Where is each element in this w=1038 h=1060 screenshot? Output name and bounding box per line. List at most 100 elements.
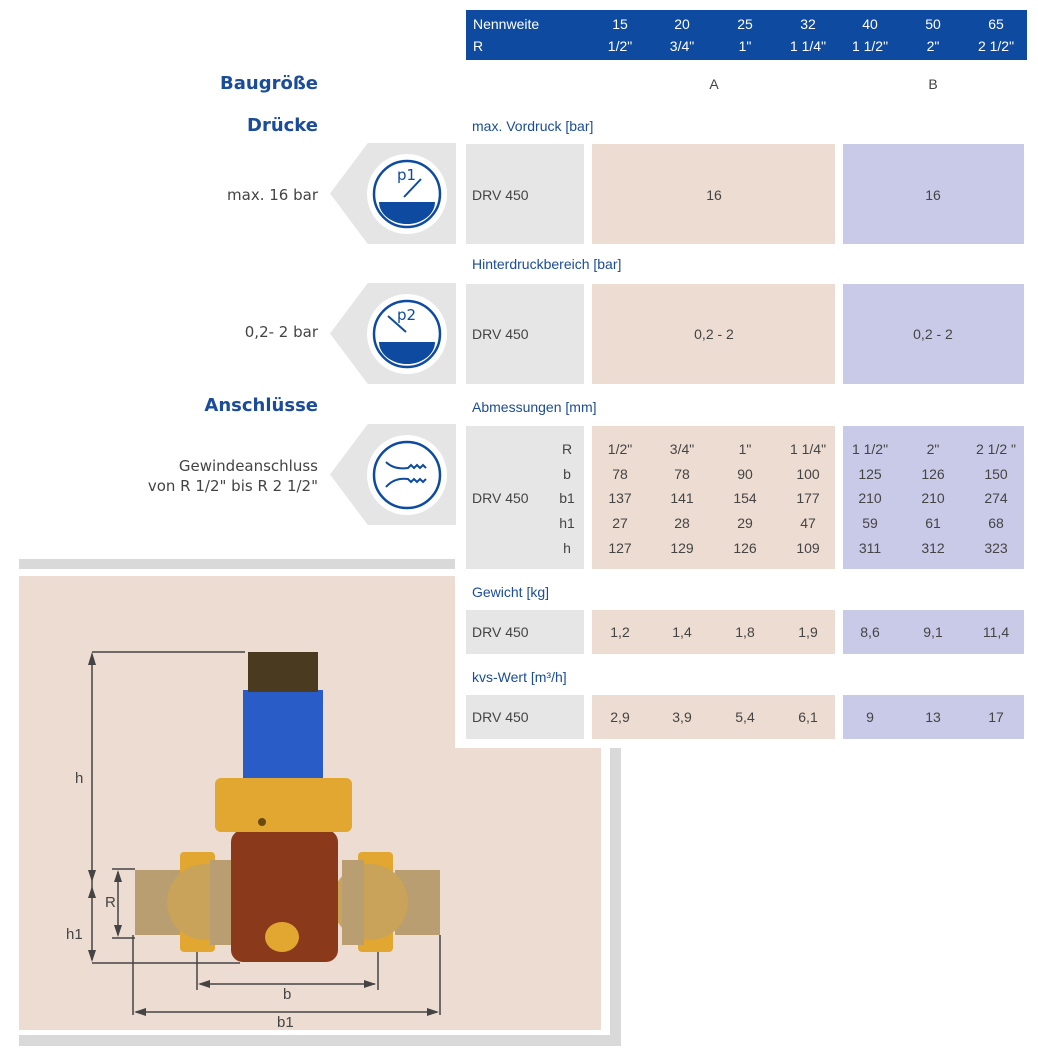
kvs-group-b xyxy=(843,695,1024,739)
dn-cell: 15 xyxy=(612,16,628,32)
header-nennweite-label: Nennweite xyxy=(473,16,540,32)
group-a-label: A xyxy=(709,76,719,92)
valve-dimension-drawing xyxy=(88,651,441,1016)
dimension-value: 150 xyxy=(984,466,1008,482)
abmessungen-model-cell xyxy=(466,426,584,569)
dimension-value: 90 xyxy=(737,466,753,482)
dimension-value: 1/2" xyxy=(607,441,633,457)
druecke-heading: Drücke xyxy=(247,115,318,136)
r-cell: 1 1/4" xyxy=(789,38,827,54)
dimension-value: 68 xyxy=(988,515,1004,531)
gewicht-value: 1,4 xyxy=(672,624,692,640)
baugroesse-heading: Baugröße xyxy=(220,73,318,94)
dimension-value: 127 xyxy=(608,540,632,556)
vordruck-title: max. Vordruck [bar] xyxy=(472,118,594,134)
r-cell: 1/2" xyxy=(607,38,633,54)
gewicht-model-cell xyxy=(466,610,584,654)
dimension-value: 210 xyxy=(858,490,882,506)
dn-cell: 25 xyxy=(737,16,753,32)
dimension-value: 29 xyxy=(737,515,753,531)
dimension-value: 141 xyxy=(670,490,694,506)
panel-shadow-side xyxy=(610,740,621,1046)
dimension-value: 78 xyxy=(612,466,628,482)
dn-cell: 50 xyxy=(925,16,941,32)
connection-description: Gewindeanschluss von R 1/2" bis R 2 1/2" xyxy=(148,456,318,496)
p2-description: 0,2- 2 bar xyxy=(244,323,318,341)
dimension-value: 27 xyxy=(612,515,628,531)
dimension-value: 126 xyxy=(921,466,945,482)
dimension-value: 59 xyxy=(862,515,878,531)
dimension-value: 28 xyxy=(674,515,690,531)
gewicht-model: DRV 450 xyxy=(472,624,529,640)
gewicht-value: 9,1 xyxy=(923,624,943,640)
p1-label: p1 xyxy=(397,166,416,184)
hinterdruck-group-a xyxy=(592,284,835,384)
hinterdruck-model: DRV 450 xyxy=(472,326,529,342)
gewicht-value: 1,8 xyxy=(735,624,755,640)
gewicht-group-b xyxy=(843,610,1024,654)
dimension-value: 1 1/2" xyxy=(851,441,889,457)
r-cell: 3/4" xyxy=(669,38,695,54)
kvs-group-a xyxy=(592,695,835,739)
dn-cell: 65 xyxy=(988,16,1004,32)
gewicht-value: 11,4 xyxy=(982,624,1010,640)
dimension-value: 2" xyxy=(926,441,940,457)
hinterdruck-b-value: 0,2 - 2 xyxy=(913,326,953,342)
gewicht-title: Gewicht [kg] xyxy=(472,584,550,600)
dimension-value: 3/4" xyxy=(669,441,695,457)
dimension-value: 154 xyxy=(733,490,757,506)
vordruck-group-b xyxy=(843,144,1024,244)
dimension-key: b xyxy=(563,466,571,482)
gewicht-value: 1,2 xyxy=(610,624,630,640)
dimension-key: R xyxy=(561,441,573,457)
dimension-value: 312 xyxy=(921,540,945,556)
dimension-value: 311 xyxy=(858,540,882,556)
p1-description: max. 16 bar xyxy=(227,186,318,204)
dimension-value: 125 xyxy=(858,466,882,482)
vordruck-a-value: 16 xyxy=(706,187,722,203)
kvs-value: 2,9 xyxy=(610,709,630,725)
dim-label-h1: h1 xyxy=(66,926,83,943)
outlet-pressure-gauge-icon: p2 xyxy=(367,294,447,374)
abmessungen-title: Abmessungen [mm] xyxy=(472,399,597,415)
dimension-value: 210 xyxy=(921,490,945,506)
kvs-value: 3,9 xyxy=(672,709,692,725)
p2-label: p2 xyxy=(397,306,416,324)
dn-cell: 20 xyxy=(674,16,690,32)
kvs-model-cell xyxy=(466,695,584,739)
kvs-value: 5,4 xyxy=(735,709,755,725)
dimension-value: 78 xyxy=(674,466,690,482)
thread-connection-icon xyxy=(367,435,447,515)
dimension-value: 177 xyxy=(796,490,820,506)
kvs-value: 17 xyxy=(988,709,1004,725)
dimension-value: 47 xyxy=(800,515,816,531)
dimension-value: 126 xyxy=(733,540,757,556)
panel-shadow xyxy=(19,1035,621,1046)
dimension-value: 1 1/4" xyxy=(789,441,827,457)
dimension-key: b1 xyxy=(559,490,575,506)
dimension-value: 2 1/2 " xyxy=(976,441,1016,457)
gewicht-group-a xyxy=(592,610,835,654)
dimension-key: h xyxy=(563,540,571,556)
hinterdruck-model-cell xyxy=(466,284,584,384)
divider-bar xyxy=(19,559,459,569)
kvs-value: 13 xyxy=(925,709,941,725)
header-r-label: R xyxy=(473,38,484,54)
connection-line1: Gewindeanschluss xyxy=(178,457,318,475)
nennweite-header: Nennweite R 15 20 25 32 40 50 65 1/2" 3/… xyxy=(466,10,1027,60)
hinterdruck-a-value: 0,2 - 2 xyxy=(694,326,734,342)
dimension-value: 137 xyxy=(608,490,632,506)
kvs-value: 9 xyxy=(866,709,874,725)
dim-label-b: b xyxy=(283,986,292,1003)
abmessungen-model: DRV 450 xyxy=(472,490,529,506)
dimension-value: 1" xyxy=(738,441,752,457)
kvs-title: kvs-Wert [m³/h] xyxy=(472,669,567,685)
kvs-model: DRV 450 xyxy=(472,709,529,725)
inlet-pressure-gauge-icon: p1 xyxy=(367,154,447,234)
gewicht-value: 1,9 xyxy=(798,624,818,640)
dim-label-b1: b1 xyxy=(277,1014,294,1031)
group-b-label: B xyxy=(928,76,938,92)
dimension-key: h1 xyxy=(559,515,575,531)
vordruck-group-a xyxy=(592,144,835,244)
connection-line2: von R 1/2" bis R 2 1/2" xyxy=(147,477,318,495)
